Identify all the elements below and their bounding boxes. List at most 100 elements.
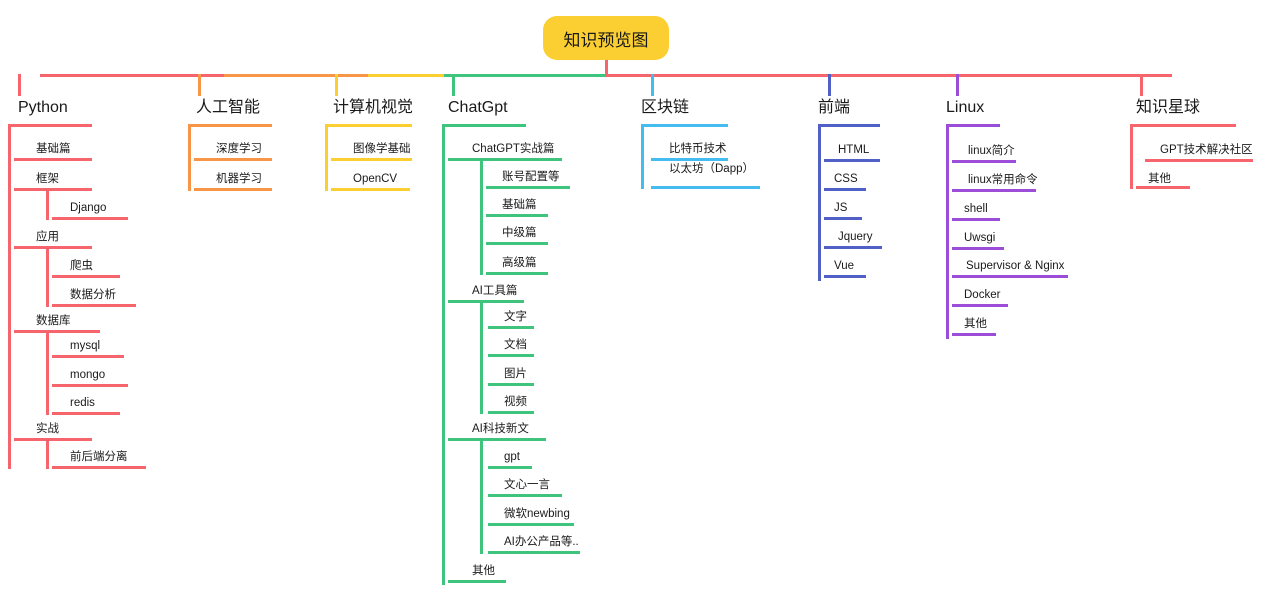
- root-node[interactable]: 知识预览图: [543, 16, 669, 60]
- branch-ChatGpt-item-4: 高级篇: [502, 257, 537, 269]
- branch-Python-subspine: [46, 438, 49, 469]
- branch-Python-item-bar-9: [52, 412, 120, 415]
- trunk-segment-3: [444, 74, 606, 77]
- branch-人工智能-label: 人工智能: [196, 99, 261, 116]
- branch-ChatGpt-drop: [452, 74, 455, 96]
- branch-ChatGpt-item-bar-11: [488, 466, 532, 469]
- branch-ChatGpt-item-3: 中级篇: [502, 227, 537, 239]
- branch-ChatGpt-item-12: 文心一言: [504, 479, 550, 491]
- branch-ChatGpt-item-bar-8: [488, 383, 534, 386]
- branch-区块链-item-bar-1: [651, 186, 760, 189]
- branch-Linux-item-bar-1: [952, 189, 1036, 192]
- branch-知识星球-drop: [1140, 74, 1143, 96]
- branch-前端-item-2: JS: [834, 202, 848, 214]
- branch-知识星球-item-bar-0: [1145, 159, 1253, 162]
- branch-前端-item-4: Vue: [834, 260, 855, 272]
- branch-ChatGpt-item-15: 其他: [472, 565, 495, 577]
- branch-区块链-bar: [641, 124, 728, 127]
- root-connector: [605, 60, 608, 77]
- branch-Python-item-bar-7: [52, 355, 124, 358]
- branch-Python-item-bar-0: [14, 158, 92, 161]
- branch-Python-item-bar-11: [52, 466, 146, 469]
- branch-前端-item-bar-3: [824, 246, 882, 249]
- branch-Python-item-4: 爬虫: [70, 260, 93, 272]
- branch-Python-item-bar-1: [14, 188, 92, 191]
- branch-人工智能-spine: [188, 124, 191, 191]
- branch-Python-item-11: 前后端分离: [70, 451, 128, 463]
- branch-ChatGpt-item-bar-6: [488, 326, 534, 329]
- branch-ChatGpt-item-bar-7: [488, 354, 534, 357]
- branch-人工智能-bar: [188, 124, 272, 127]
- branch-Python-subspine: [46, 330, 49, 415]
- branch-前端-drop: [828, 74, 831, 96]
- branch-ChatGpt-item-6: 文字: [504, 311, 527, 323]
- branch-ChatGpt-item-7: 文档: [504, 339, 527, 351]
- branch-ChatGpt-item-13: 微软newbing: [504, 508, 570, 520]
- branch-计算机视觉-drop: [335, 74, 338, 96]
- branch-前端-item-0: HTML: [838, 144, 870, 156]
- branch-Linux-item-bar-4: [952, 275, 1068, 278]
- branch-Linux-item-6: 其他: [964, 318, 987, 330]
- branch-人工智能-item-0: 深度学习: [216, 143, 262, 155]
- branch-Python-item-3: 应用: [36, 231, 59, 243]
- branch-人工智能-drop: [198, 74, 201, 96]
- branch-Python-drop: [18, 74, 21, 96]
- branch-Python-item-bar-8: [52, 384, 128, 387]
- branch-知识星球-item-bar-1: [1136, 186, 1190, 189]
- branch-知识星球-item-0: GPT技术解决社区: [1160, 144, 1253, 156]
- branch-ChatGpt-item-bar-2: [486, 214, 548, 217]
- branch-知识星球-item-1: 其他: [1148, 173, 1171, 185]
- branch-Python-item-bar-10: [14, 438, 92, 441]
- branch-前端-item-bar-2: [824, 217, 862, 220]
- branch-Python-subspine: [46, 246, 49, 307]
- branch-ChatGpt-item-0: ChatGPT实战篇: [472, 143, 555, 155]
- branch-Python-item-10: 实战: [36, 423, 59, 435]
- branch-ChatGpt-item-bar-3: [486, 242, 548, 245]
- trunk-segment-2: [368, 74, 444, 77]
- branch-ChatGpt-item-8: 图片: [504, 368, 527, 380]
- branch-前端-bar: [818, 124, 880, 127]
- branch-Python-item-2: Django: [70, 202, 107, 214]
- branch-ChatGpt-bar: [442, 124, 526, 127]
- branch-知识星球-label: 知识星球: [1136, 99, 1201, 116]
- branch-前端-item-1: CSS: [834, 173, 858, 185]
- branch-ChatGpt-item-bar-14: [488, 551, 580, 554]
- branch-ChatGpt-item-bar-5: [448, 300, 524, 303]
- branch-ChatGpt-item-2: 基础篇: [502, 199, 537, 211]
- branch-Python-item-0: 基础篇: [36, 143, 71, 155]
- branch-Linux-spine: [946, 124, 949, 339]
- branch-ChatGpt-item-5: AI工具篇: [472, 285, 518, 297]
- branch-Python-subspine: [46, 188, 49, 220]
- branch-ChatGpt-item-bar-12: [488, 494, 562, 497]
- branch-Linux-drop: [956, 74, 959, 96]
- branch-前端-item-bar-1: [824, 188, 866, 191]
- branch-Linux-item-4: Supervisor & Nginx: [966, 260, 1065, 272]
- branch-ChatGpt-item-bar-1: [486, 186, 570, 189]
- branch-Python-spine: [8, 124, 11, 469]
- branch-Linux-item-2: shell: [964, 203, 988, 215]
- branch-区块链-item-1: 以太坊（Dapp）: [669, 163, 754, 175]
- branch-区块链-item-bar-0: [651, 158, 728, 161]
- trunk-segment-1: [224, 74, 368, 77]
- branch-ChatGpt-item-bar-0: [448, 158, 562, 161]
- branch-计算机视觉-item-0: 图像学基础: [353, 143, 411, 155]
- branch-Linux-item-bar-5: [952, 304, 1008, 307]
- branch-计算机视觉-item-bar-1: [331, 188, 410, 191]
- branch-Python-item-8: mongo: [70, 369, 106, 381]
- branch-计算机视觉-item-bar-0: [331, 158, 412, 161]
- branch-Linux-bar: [946, 124, 1000, 127]
- branch-Linux-item-bar-6: [952, 333, 996, 336]
- branch-ChatGpt-item-bar-4: [486, 272, 548, 275]
- branch-Python-item-bar-5: [52, 304, 136, 307]
- branch-计算机视觉-label: 计算机视觉: [333, 99, 414, 116]
- branch-前端-label: 前端: [818, 99, 851, 116]
- branch-ChatGpt-item-bar-13: [488, 523, 574, 526]
- branch-人工智能-item-bar-0: [194, 158, 272, 161]
- branch-ChatGpt-spine: [442, 124, 445, 585]
- branch-ChatGpt-label: ChatGpt: [448, 99, 508, 116]
- branch-Linux-item-bar-2: [952, 218, 1000, 221]
- branch-Python-item-1: 框架: [36, 173, 59, 185]
- branch-人工智能-item-1: 机器学习: [216, 173, 262, 185]
- branch-Linux-item-3: Uwsgi: [964, 232, 996, 244]
